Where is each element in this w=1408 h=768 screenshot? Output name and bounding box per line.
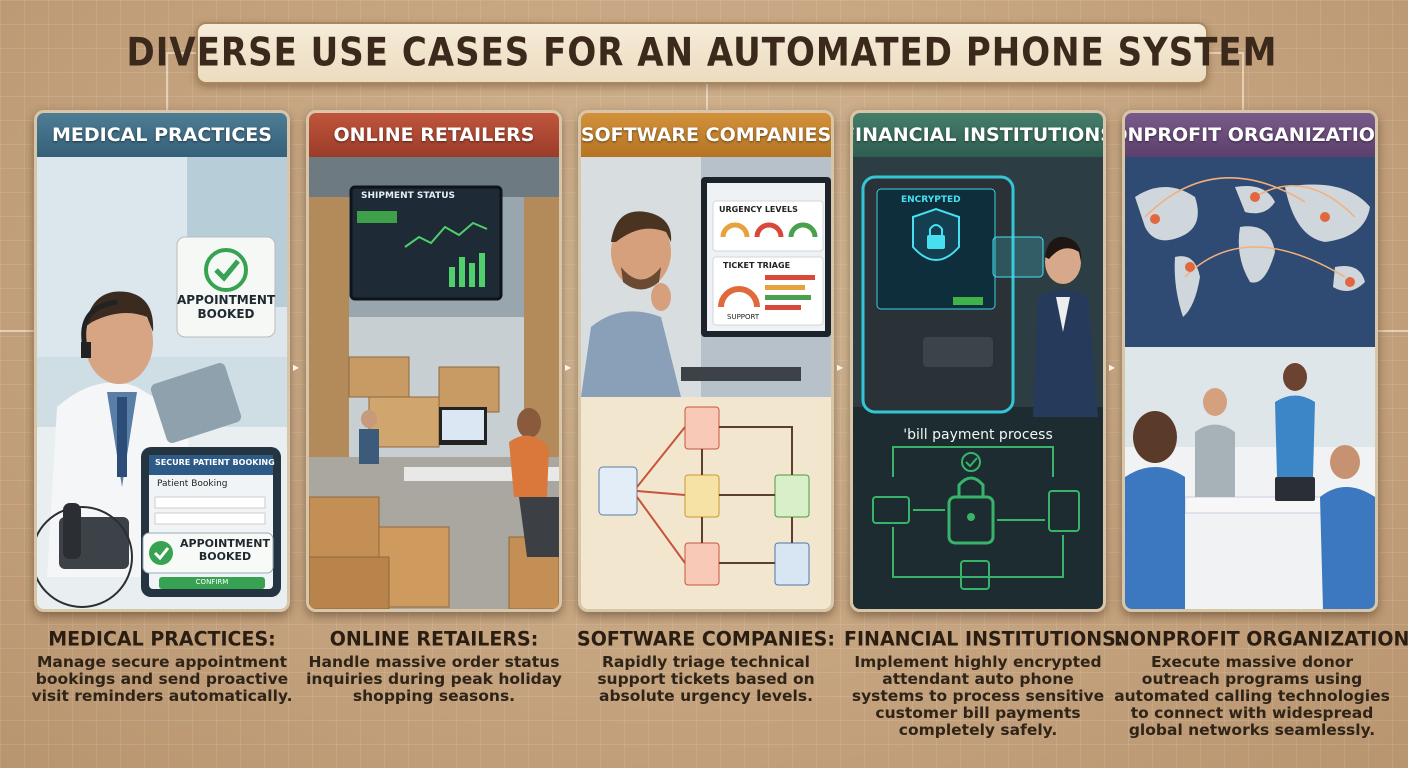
badge-line: BOOKED <box>197 307 255 321</box>
confirm-button[interactable]: CONFIRM <box>195 578 229 586</box>
flow-arrow-icon: ▸ <box>565 360 572 374</box>
caption-text: Handle massive order status inquiries du… <box>306 653 562 705</box>
panel-software: SOFTWARE COMPANIES <box>578 110 834 612</box>
panel-header: ONLINE RETAILERS <box>309 113 559 157</box>
screen-title: SHIPMENT STATUS <box>361 191 455 201</box>
caption-title: SOFTWARE COMPANIES: <box>577 627 835 651</box>
caption-title: MEDICAL PRACTICES: <box>48 627 276 651</box>
tablet-title: SECURE PATIENT BOOKING <box>155 458 275 467</box>
caption-retail: ONLINE RETAILERS: Handle massive order s… <box>300 627 568 705</box>
caption-financial: FINANCIAL INSTITUTIONS: Implement highly… <box>844 627 1124 739</box>
warehouse-illustration: SHIPMENT STATUS <box>309 157 559 609</box>
kiosk-screen-title: ENCRYPTED <box>901 195 961 205</box>
caption-text: Rapidly triage technical support tickets… <box>597 653 815 705</box>
caption-title: FINANCIAL INSTITUTIONS: <box>844 627 1124 651</box>
panel-retail: ONLINE RETAILERS <box>306 110 562 612</box>
connector-wire <box>166 52 196 110</box>
panel-medical: MEDICAL PRACTICES <box>34 110 290 612</box>
badge-line: APPOINTMENT <box>180 537 270 550</box>
flow-arrow-icon: ▸ <box>837 360 844 374</box>
tablet-subtitle: Patient Booking <box>157 479 228 489</box>
panel-header: SOFTWARE COMPANIES <box>581 113 831 157</box>
panel-header: NONPROFIT ORGANIZATIONS <box>1125 113 1375 157</box>
caption-text: Implement highly encrypted attendant aut… <box>851 653 1105 739</box>
page-title: DIVERSE USE CASES FOR AN AUTOMATED PHONE… <box>126 30 1278 76</box>
panel-header: FINANCIAL INSTITUTIONS <box>853 113 1103 157</box>
panel-financial: FINANCIAL INSTITUTIONS <box>850 110 1106 612</box>
badge-line: APPOINTMENT <box>177 293 276 307</box>
flow-arrow-icon: ▸ <box>293 360 300 374</box>
panel-header: MEDICAL PRACTICES <box>37 113 287 157</box>
caption-medical: MEDICAL PRACTICES: Manage secure appoint… <box>28 627 296 705</box>
medical-illustration: APPOINTMENT BOOKED SECURE PATIENT BOOKIN… <box>37 157 287 609</box>
connector-wire <box>1208 52 1244 110</box>
triage-label: TICKET TRIAGE <box>723 261 791 270</box>
badge-line: BOOKED <box>198 550 252 563</box>
caption-text: Manage secure appointment bookings and s… <box>31 653 293 705</box>
caption-title: NONPROFIT ORGANIZATIONS: <box>1114 627 1408 651</box>
connector-wire <box>1374 330 1408 332</box>
caption-title: ONLINE RETAILERS: <box>329 627 539 651</box>
connector-wire <box>706 84 708 110</box>
software-illustration: URGENCY LEVELS TICKET TRIAGE SUPPORT <box>581 157 831 609</box>
nonprofit-illustration <box>1125 157 1375 609</box>
caption-nonprofit: NONPROFIT ORGANIZATIONS: Execute massive… <box>1114 627 1408 739</box>
financial-illustration: ENCRYPTED 'bill payment process <box>853 157 1103 609</box>
connector-wire <box>0 330 34 332</box>
urgency-label: URGENCY LEVELS <box>719 205 798 214</box>
support-label: SUPPORT <box>727 313 760 321</box>
flow-arrow-icon: ▸ <box>1109 360 1116 374</box>
process-label: 'bill payment process <box>903 427 1053 443</box>
panel-nonprofit: NONPROFIT ORGANIZATIONS <box>1122 110 1378 612</box>
caption-text: Execute massive donor outreach programs … <box>1114 653 1390 739</box>
title-banner: DIVERSE USE CASES FOR AN AUTOMATED PHONE… <box>127 22 1276 84</box>
caption-software: SOFTWARE COMPANIES: Rapidly triage techn… <box>572 627 840 705</box>
